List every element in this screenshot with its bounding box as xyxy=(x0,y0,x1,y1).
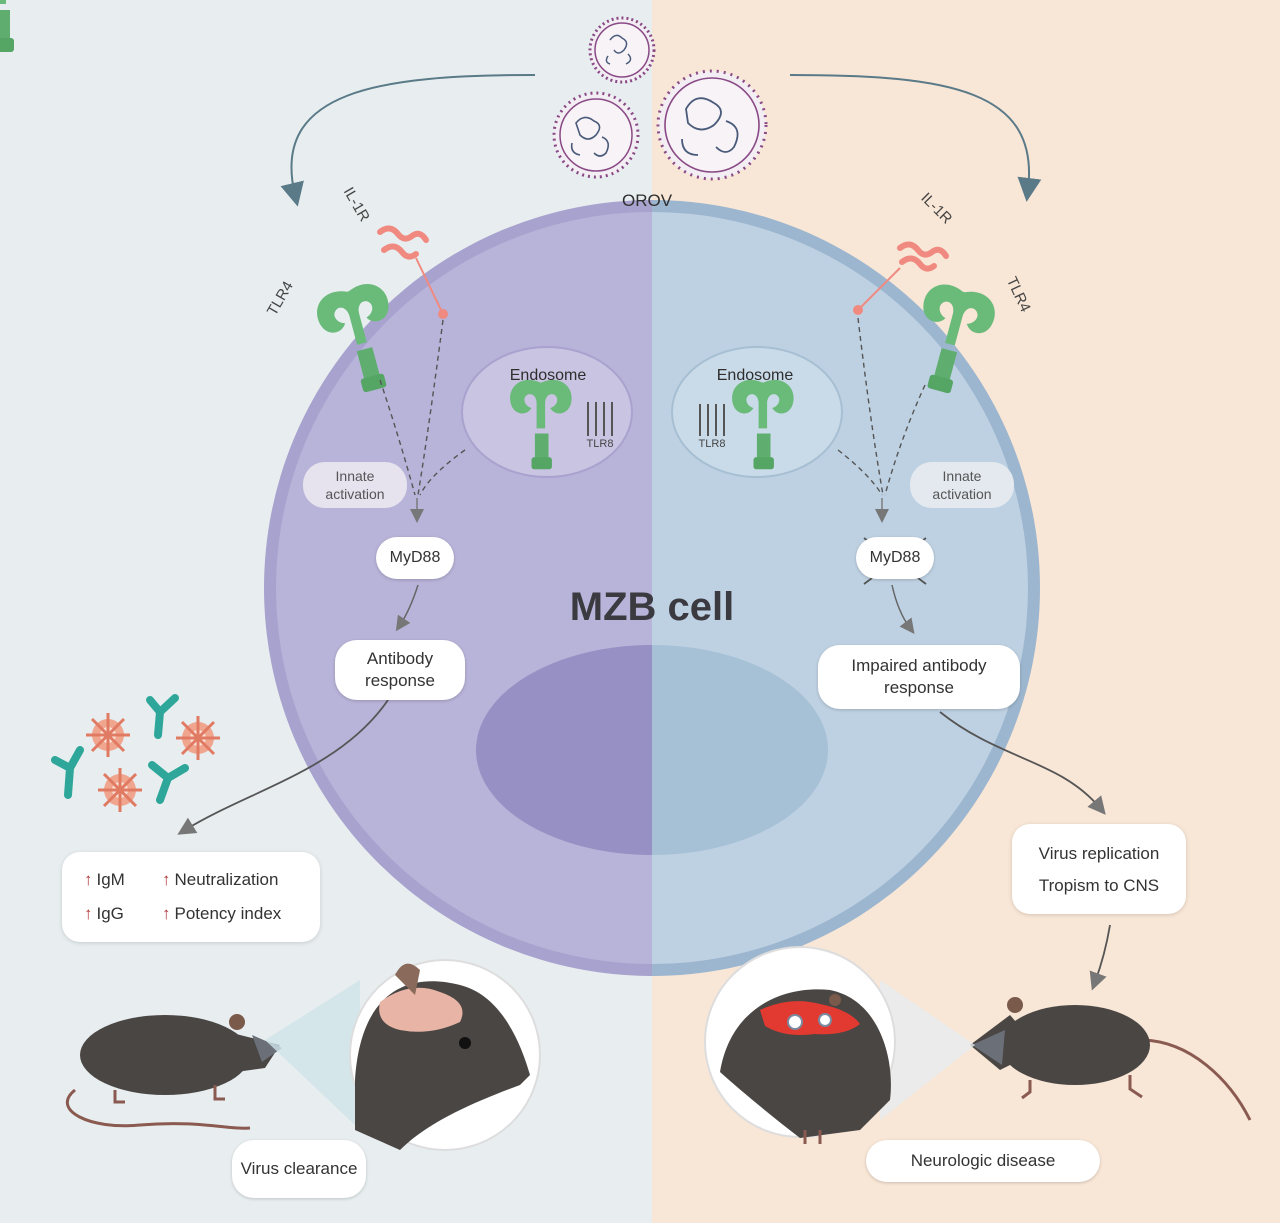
arrow-outcomes-mouse-right xyxy=(1089,924,1111,991)
right-outcomes-box: Virus replication Tropism to CNS xyxy=(1012,824,1186,914)
tropism-cns-label: Tropism to CNS xyxy=(1038,876,1160,895)
antibody-response-left-pill: Antibody response xyxy=(335,640,465,700)
tlr-internal-right-label: TLR8 xyxy=(698,438,726,450)
mouse-left xyxy=(66,1014,282,1130)
arrow-myd88-response-right xyxy=(891,584,915,635)
virus-clearance-pill: Virus clearance xyxy=(232,1140,366,1198)
endosome-left-label: Endosome xyxy=(509,367,587,384)
cell-title: MZB cell xyxy=(569,585,735,629)
virus-particles xyxy=(552,16,768,181)
arrow-virus-left xyxy=(280,74,536,207)
endosome-right-label: Endosome xyxy=(716,367,794,384)
antibody-virus-cluster xyxy=(51,694,220,812)
endosome-right xyxy=(671,346,843,478)
small-virus-1 xyxy=(86,713,130,757)
magnified-head-left xyxy=(265,959,541,1151)
arrow-response-outcomes-left xyxy=(177,699,389,835)
endosome-left xyxy=(461,346,633,478)
arrow-virus-right xyxy=(789,74,1042,202)
myd88-right-pill: MyD88 xyxy=(856,537,934,579)
mouse-right xyxy=(970,997,1252,1121)
signal-lines-right xyxy=(837,317,926,496)
rna-left xyxy=(587,402,613,436)
small-virus-2 xyxy=(176,716,220,760)
nucleus xyxy=(476,645,652,855)
arrow-response-outcomes-right xyxy=(939,711,1106,815)
innate-activation-left-pill: Innate activation xyxy=(303,462,407,508)
tlr-internal-left-label: TLR8 xyxy=(586,438,614,450)
impaired-antibody-response-pill: Impaired antibody response xyxy=(818,645,1020,709)
virus-replication-label: Virus replication xyxy=(1038,844,1160,863)
small-virus-3 xyxy=(98,768,142,812)
il1r-left-receptor xyxy=(377,225,448,319)
magnified-head-right xyxy=(704,946,975,1144)
signal-lines-left xyxy=(379,319,466,496)
potency-index-label: Potency index xyxy=(174,904,282,923)
il1r-right-receptor xyxy=(853,241,949,315)
myd88-left-pill: MyD88 xyxy=(376,537,454,579)
left-outcomes-box: ↑IgM ↑IgG ↑Neutralization ↑Potency index xyxy=(62,852,320,942)
rna-right xyxy=(699,404,725,436)
innate-activation-right-pill: Innate activation xyxy=(910,462,1014,508)
igg-label: IgG xyxy=(96,904,124,923)
virus-label: OROV xyxy=(621,191,673,210)
antibody-2 xyxy=(51,746,84,799)
antibody-3 xyxy=(148,761,189,804)
igm-label: IgM xyxy=(96,870,125,889)
tlr-receptor-shape xyxy=(0,0,14,52)
arrow-myd88-response-left xyxy=(395,584,419,632)
neutralization-label: Neutralization xyxy=(174,870,279,889)
neurologic-disease-pill: Neurologic disease xyxy=(866,1140,1100,1182)
antibody-1 xyxy=(146,694,179,739)
